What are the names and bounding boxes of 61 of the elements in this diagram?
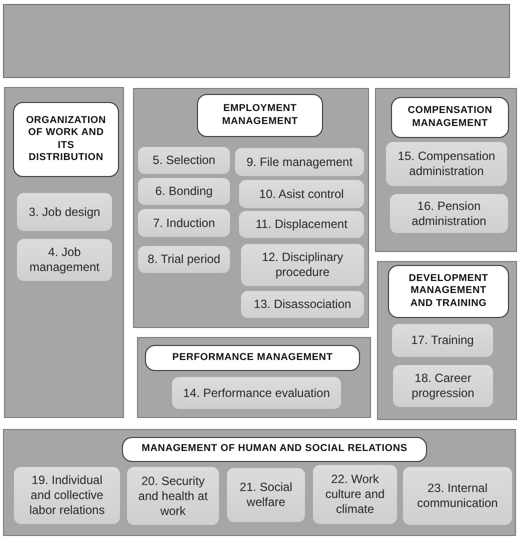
- function-label: 3. Job design: [28, 204, 100, 220]
- function-label: 15. Compensation administration: [396, 149, 496, 179]
- function-card: [227, 468, 305, 522]
- function-card: [403, 467, 512, 525]
- heading-card: [145, 345, 360, 371]
- function-card: [138, 246, 230, 273]
- function-card: [241, 291, 364, 318]
- function-label: 19. Individual and collective labor relations: [28, 473, 106, 518]
- section-heading: EMPLOYMENT MANAGEMENT: [221, 103, 299, 128]
- function-card: [17, 239, 112, 281]
- section-panel: [377, 261, 517, 420]
- function-card: [390, 194, 508, 233]
- function-label: 23. Internal communication: [416, 481, 499, 511]
- section-heading: COMPENSATION MANAGEMENT: [406, 105, 494, 130]
- function-label: 14. Performance evaluation: [183, 386, 330, 400]
- function-label: 7. Induction: [152, 216, 216, 230]
- heading-card: [391, 97, 509, 138]
- function-label: 13. Disassociation: [254, 297, 352, 312]
- function-card: [393, 365, 493, 407]
- function-card: [127, 467, 219, 525]
- function-label: 18. Career progression: [410, 371, 476, 401]
- section-panel: [4, 87, 124, 418]
- function-card: [235, 148, 364, 176]
- function-card: [138, 147, 230, 174]
- function-label: 20. Security and health at work: [137, 474, 209, 518]
- function-label: 6. Bonding: [155, 184, 213, 199]
- function-label: 10. Asist control: [259, 186, 344, 202]
- function-label: 8. Trial period: [148, 252, 220, 267]
- function-card: [239, 211, 364, 238]
- heading-card: [13, 102, 119, 177]
- function-card: [172, 377, 341, 409]
- section-panel: [133, 88, 369, 328]
- function-card: [17, 193, 112, 231]
- function-label: 11. Displacement: [256, 217, 348, 232]
- function-label: 9. File management: [246, 154, 353, 170]
- function-card: [14, 467, 120, 524]
- header-band: [3, 4, 510, 78]
- function-label: 17. Training: [411, 333, 474, 348]
- function-card: [138, 209, 230, 237]
- heading-card: [122, 437, 427, 462]
- function-card: [386, 142, 507, 186]
- section-heading: DEVELOPMENT MANAGEMENT AND TRAINING: [408, 272, 490, 310]
- function-card: [392, 324, 493, 357]
- function-card: [241, 244, 364, 286]
- section-heading: ORGANIZATION OF WORK AND ITS DISTRIBUTION: [24, 114, 108, 164]
- section-panel: [137, 337, 371, 418]
- section-heading: PERFORMANCE MANAGEMENT: [172, 352, 333, 364]
- function-label: 5. Selection: [152, 153, 216, 168]
- heading-card: [197, 94, 323, 137]
- function-label: 16. Pension administration: [410, 198, 488, 228]
- function-label: 12. Disciplinary procedure: [260, 250, 344, 280]
- function-label: 4. Job management: [28, 245, 101, 275]
- section-heading: MANAGEMENT OF HUMAN AND SOCIAL RELATIONS: [142, 443, 408, 456]
- heading-card: [388, 265, 509, 318]
- function-card: [313, 465, 397, 524]
- function-card: [239, 180, 364, 208]
- function-label: 22. Work culture and climate: [324, 472, 386, 517]
- section-panel: [3, 429, 516, 536]
- function-card: [138, 178, 230, 205]
- section-panel: [375, 88, 517, 252]
- function-label: 21. Social welfare: [238, 480, 294, 510]
